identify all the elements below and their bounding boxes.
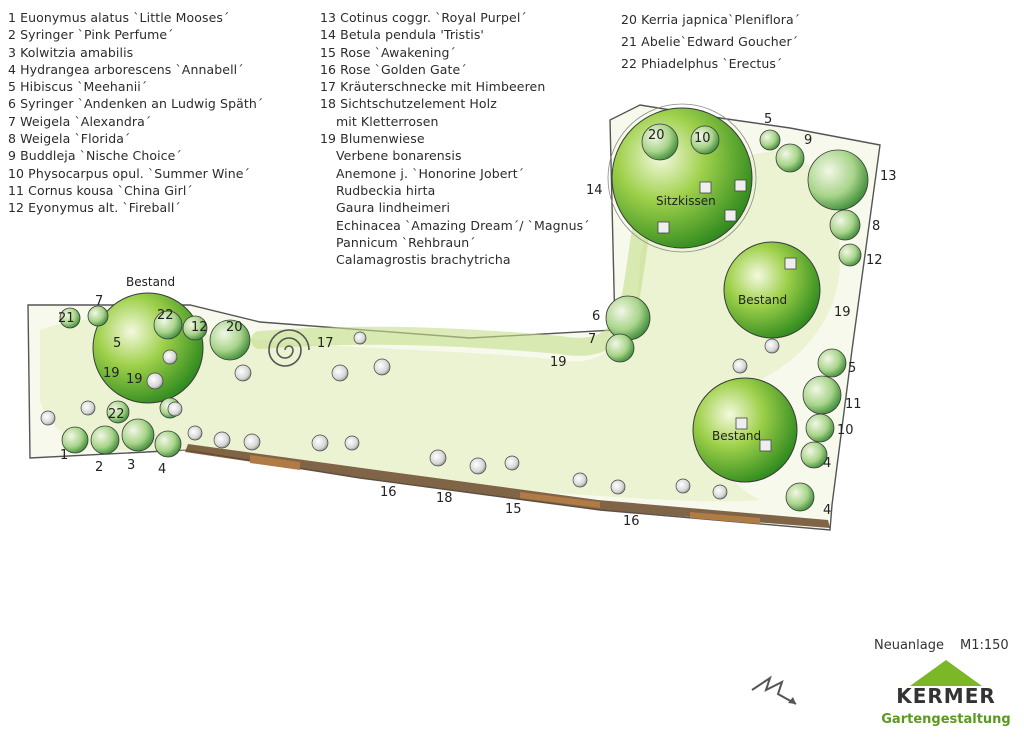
plant-number: 9 [804,133,812,148]
legend-entry: 14 Betula pendula 'Tristis' [320,27,484,43]
plant-number: 7 [588,332,596,347]
privacy-screen [185,444,830,528]
plant-legend-column-3: 20 Kerria japnica`Pleniflora´ 21 Abelie`E… [621,9,800,75]
plant-number: 2 [95,460,103,475]
garden-plan: Bestand Bestand Bestand Sitzkissen 1 2 3… [27,103,897,531]
plant-legend-column-1: 1 Euonymus alatus `Little Mooses´ 2 Syrin… [8,9,263,217]
scale-label: M1:150 [960,638,1009,653]
meadow-path [251,171,669,356]
seat-cushions [657,179,797,452]
legend-entry: 16 Rose `Golden Gate´ [320,61,467,77]
logo-roof-icon [910,660,982,686]
legend-entry: 2 Syringer `Pink Perfume´ [8,27,174,43]
existing-tree-low [692,377,798,483]
plant-number: 20 [648,128,665,143]
plant-number: 4 [823,456,831,471]
legend-entry: Calamagrostis brachytricha [336,252,511,268]
plant-number: 17 [317,336,334,351]
plant-number: 19 [834,305,851,320]
bestand-label-mid: Bestand [738,293,787,307]
legend-entry: 22 Phiadelphus `Erectus´ [621,56,783,71]
existing-tree-left [92,292,204,404]
legend-entry: Rudbeckia hirta [336,182,436,198]
legend-entry: 13 Cotinus coggr. `Royal Purpel´ [320,10,527,25]
plant-number: 12 [191,320,208,335]
existing-tree-mid [723,241,821,339]
legend-entry: Echinacea `Amazing Dream´/ `Magnus´ [336,217,590,233]
plant-number: 10 [837,423,854,438]
legend-entry: 15 Rose `Awakening´ [320,44,456,60]
plant-number: 7 [95,294,103,309]
plant-number: 19 [126,372,143,387]
legend-entry: 12 Eyonymus alt. `Fireball´ [8,200,181,216]
plant-number: 5 [113,336,121,351]
plant-number: 16 [380,485,397,500]
plant-number: 4 [158,462,166,477]
plant-number: 5 [764,112,772,127]
legend-entry: 20 Kerria japnica`Pleniflora´ [621,12,801,27]
legend-entry: 18 Sichtschutzelement Holz [320,96,497,112]
plant-number: 5 [848,361,856,376]
legend-entry: 1 Euonymus alatus `Little Mooses´ [8,10,230,25]
plant-number: 22 [157,308,174,323]
legend-entry: 21 Abelie`Edward Goucher´ [621,34,799,49]
legend-entry: 4 Hydrangea arborescens `Annabell´ [8,61,244,77]
plant-number: 13 [880,169,897,184]
plant-number: 21 [58,311,75,326]
bestand-label-left: Bestand [126,275,175,289]
legend-entry: 8 Weigela `Florida´ [8,131,131,147]
legend-entry: 19 Blumenwiese [320,131,425,147]
plant-number: 22 [108,407,125,422]
logo-subtitle: Gartengestaltung [881,712,1011,727]
perennial-clumps [40,331,780,500]
plant-number: 20 [226,320,243,335]
plant-number: 12 [866,253,883,268]
legend-entry: 17 Kräuterschnecke mit Himbeeren [320,79,546,95]
legend-entry: Verbene bonarensis [336,148,462,164]
legend-entry: Anemone j. `Honorine Jobert´ [336,165,525,181]
plant-number: 11 [845,397,862,412]
herb-spiral [268,329,310,367]
plan-type-label: Neuanlage [874,638,944,653]
plant-number: 16 [623,514,640,529]
plant-number: 15 [505,502,522,517]
plant-number: 1 [60,448,68,463]
plant-number: 19 [103,366,120,381]
plant-number: 18 [436,491,453,506]
legend-entry: 9 Buddleja `Nische Choice´ [8,148,182,164]
shrubs [59,123,869,512]
legend-entry: 6 Syringer `Andenken an Ludwig Späth´ [8,96,264,112]
legend-entry: Gaura lindheimeri [336,200,451,216]
legend-entry: 10 Physocarpus opul. `Summer Wine´ [8,165,250,181]
plant-number: 6 [592,309,600,324]
company-logo: KERMER Gartengestaltung [880,658,1012,734]
scale-note: Neuanlage M1:150 [874,638,1009,653]
plant-number: 14 [586,183,603,198]
birch-tree-seating [611,107,753,249]
plant-number: 10 [694,131,711,146]
north-arrow-icon [751,675,797,705]
plant-number: 4 [823,503,831,518]
legend-entry: 5 Hibiscus `Meehanii´ [8,79,148,95]
plant-legend-column-2: 13 Cotinus coggr. `Royal Purpel´ 14 Betul… [320,9,590,268]
legend-entry: mit Kletterrosen [336,113,439,129]
plant-number-labels: 1 2 3 4 21 7 22 12 20 5 19 19 22 17 19 6… [58,112,897,529]
legend-entry: 11 Cornus kousa `China Girl´ [8,182,193,198]
legend-entry: 7 Weigela `Alexandra´ [8,113,152,129]
legend-entry: Pannicum `Rehbraun´ [336,234,476,250]
plant-number: 19 [550,355,567,370]
plant-number: 3 [127,458,135,473]
legend-entry: 3 Kolwitzia amabilis [8,44,134,60]
sitzkissen-label: Sitzkissen [656,194,716,208]
logo-brand: KERMER [896,684,996,708]
bestand-label-low: Bestand [712,429,761,443]
plant-number: 8 [872,219,880,234]
